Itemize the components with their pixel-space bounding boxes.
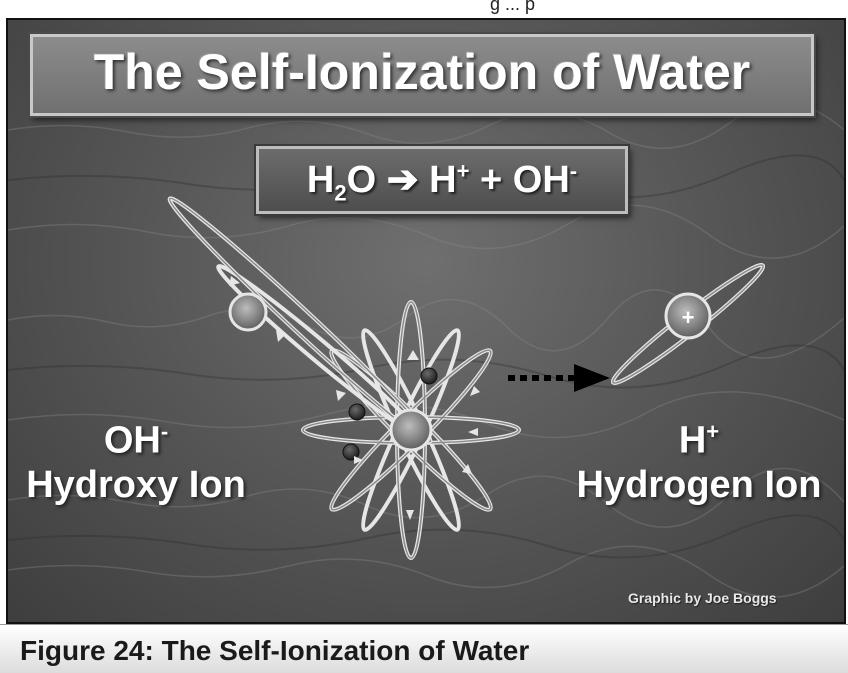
orbit-arrowheads bbox=[229, 276, 480, 520]
hydrogen-ion-nucleus-icon bbox=[664, 292, 712, 340]
oxygen-nucleus-icon bbox=[389, 408, 433, 452]
eq-reactant-tail: O bbox=[346, 159, 377, 201]
dotted-arrow-icon bbox=[508, 364, 610, 392]
eq-product-hydroxide: OH bbox=[512, 159, 570, 201]
figure-caption: Figure 24: The Self-Ionization of Water bbox=[20, 635, 530, 666]
equation-banner: H2O ➔ H+ + OH- bbox=[256, 146, 628, 214]
electron-1 bbox=[420, 367, 438, 385]
hydrogen-nucleus-icon bbox=[228, 292, 268, 332]
eq-product-hydrogen: H bbox=[429, 159, 457, 201]
eq-arrow: ➔ bbox=[386, 159, 419, 201]
top-strip: g ... p bbox=[0, 0, 848, 20]
proton-charge-symbol: + bbox=[682, 305, 695, 330]
title-banner: The Self-Ionization of Water bbox=[30, 34, 814, 116]
ionization-diagram: + bbox=[167, 196, 766, 560]
electron-2 bbox=[348, 403, 366, 421]
eq-reactant: H bbox=[306, 159, 335, 201]
eq-product-hydroxide-charge: - bbox=[569, 158, 578, 184]
hydrogen-formula: H+ bbox=[678, 419, 720, 462]
electron-3 bbox=[342, 443, 360, 461]
top-strip-text: g ... p bbox=[490, 0, 536, 14]
figure-caption-bar: Figure 24: The Self-Ionization of Water bbox=[0, 624, 848, 673]
water-background bbox=[8, 102, 844, 598]
graphic-credit: Graphic by Joe Boggs bbox=[628, 590, 777, 606]
hydroxy-ion-label: OH- Hydroxy Ion bbox=[16, 410, 256, 507]
slide-title: The Self-Ionization of Water bbox=[93, 44, 751, 100]
slide-panel: The Self-Ionization of Water H2O ➔ H+ + … bbox=[6, 18, 846, 624]
ionization-equation: H2O ➔ H+ + OH- bbox=[259, 157, 625, 207]
hydrogen-name: Hydrogen Ion bbox=[576, 463, 822, 506]
hydroxy-formula: OH- bbox=[103, 419, 169, 462]
eq-plus: + bbox=[480, 159, 503, 201]
hydroxy-name: Hydroxy Ion bbox=[26, 463, 246, 506]
hydrogen-ion-label: H+ Hydrogen Ion bbox=[564, 410, 834, 507]
eq-reactant-subscript: 2 bbox=[334, 180, 347, 206]
eq-product-hydrogen-charge: + bbox=[456, 158, 470, 184]
